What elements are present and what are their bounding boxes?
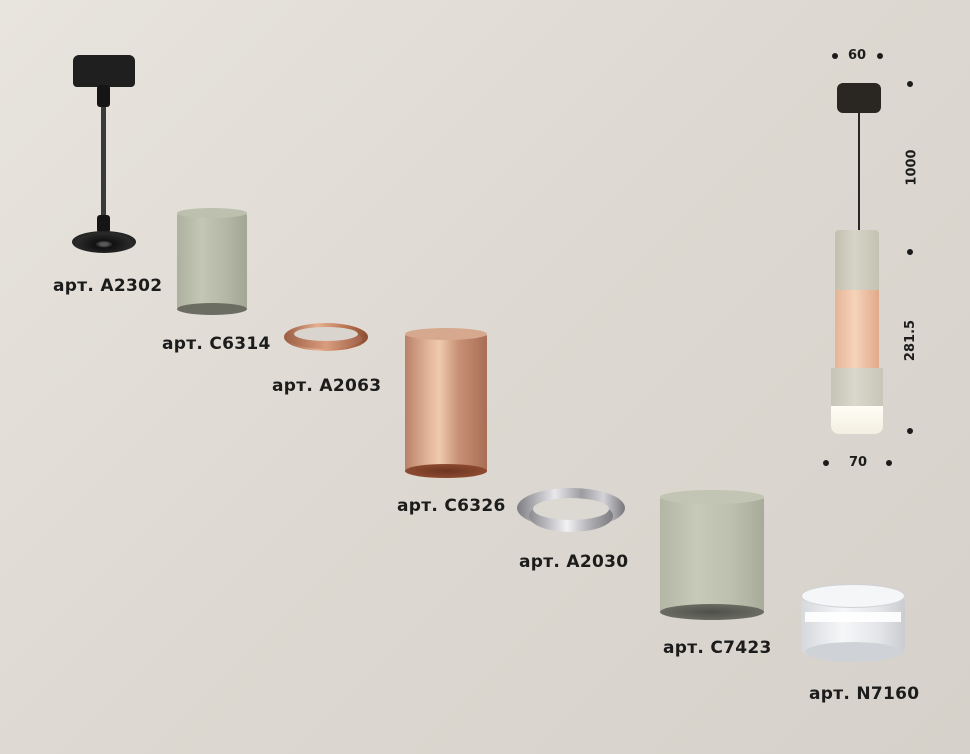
dim-dot: [886, 460, 892, 466]
part-c6326-label: арт. C6326: [397, 496, 506, 516]
dim-dot: [907, 428, 913, 434]
dim-dot: [832, 53, 838, 59]
part-a2302-image: [70, 55, 140, 260]
dim-top-width: 60: [848, 48, 867, 63]
part-c7423-label: арт. C7423: [663, 638, 772, 658]
dim-dot: [823, 460, 829, 466]
assembled-lamp-image: [828, 80, 888, 440]
dim-bottom-width: 70: [849, 455, 868, 470]
part-a2063-label: арт. A2063: [272, 376, 382, 396]
part-a2063-image: [284, 323, 368, 355]
part-c6314-label: арт. C6314: [162, 334, 271, 354]
dim-body-height: 281.5: [903, 319, 919, 362]
dim-dot: [907, 81, 913, 87]
lamp-canopy: [837, 83, 881, 113]
dim-dot: [877, 53, 883, 59]
part-a2302-label: арт. A2302: [53, 276, 163, 296]
dim-cable-length: 1000: [904, 149, 920, 186]
cable-grip-bottom: [97, 215, 110, 233]
part-c7423-image: [660, 490, 764, 620]
part-c6314-image: [177, 208, 247, 315]
lamp-copper-section: [835, 290, 879, 370]
lamp-bottom-section: [831, 368, 883, 408]
part-n7160-image: [801, 584, 905, 664]
cable: [101, 87, 106, 227]
lamp-diffuser: [831, 406, 883, 434]
cable-grip-top: [97, 85, 110, 107]
mount-disc: [72, 231, 136, 253]
part-a2030-image: [517, 488, 625, 536]
part-c6326-image: [405, 328, 487, 478]
lamp-cable: [858, 113, 860, 233]
ceiling-canopy: [73, 55, 135, 87]
part-a2030-label: арт. A2030: [519, 552, 629, 572]
lamp-top-section: [835, 230, 879, 290]
part-n7160-label: арт. N7160: [809, 684, 920, 704]
dim-dot: [907, 249, 913, 255]
